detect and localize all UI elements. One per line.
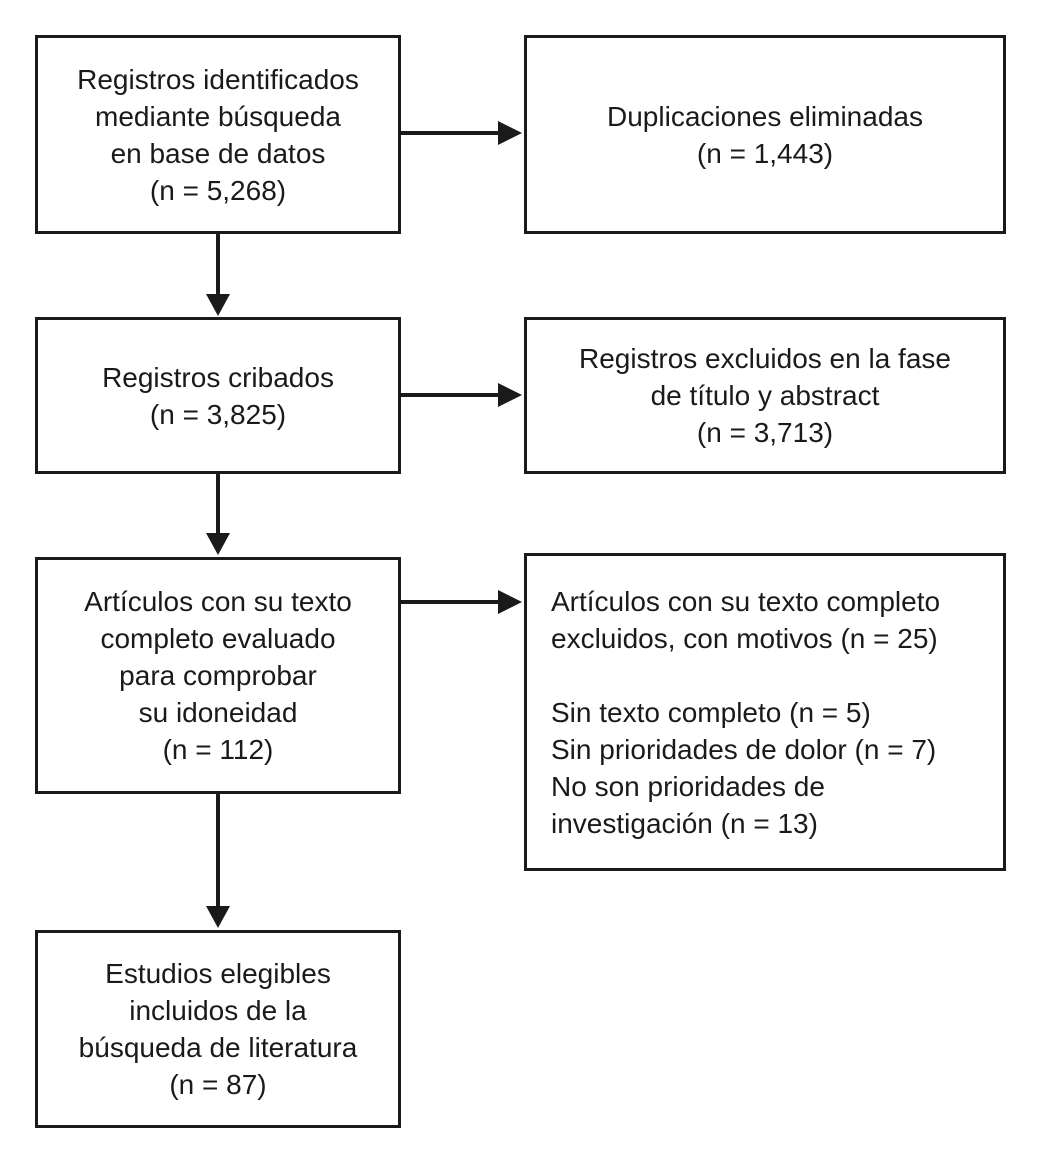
studies-included-text: Estudios elegibles incluidos de la búsqu… xyxy=(78,958,358,1100)
arrow-identified-to-duplicates xyxy=(401,121,522,145)
box-studies-included: Estudios elegibles incluidos de la búsqu… xyxy=(35,930,401,1128)
box-records-identified: Registros identificados mediante búsqued… xyxy=(35,35,401,234)
records-identified-text: Registros identificados mediante búsqued… xyxy=(77,63,359,206)
records-screened-text: Registros cribados (n = 3,825) xyxy=(102,361,334,430)
box-duplicates-removed: Duplicaciones eliminadas (n = 1,443) xyxy=(524,35,1006,234)
fulltext-excluded-text: Artículos con su texto completo excluido… xyxy=(551,585,941,839)
arrow-screened-to-fulltext xyxy=(206,474,230,555)
duplicates-removed-text: Duplicaciones eliminadas (n = 1,443) xyxy=(607,100,923,169)
arrow-identified-to-screened xyxy=(206,234,230,316)
box-fulltext-excluded: Artículos con su texto completo excluido… xyxy=(524,553,1006,871)
arrow-fulltext-to-included xyxy=(206,794,230,928)
arrow-screened-to-excluded xyxy=(401,383,522,407)
fulltext-assessed-text: Artículos con su texto completo evaluado… xyxy=(84,586,352,765)
box-fulltext-assessed: Artículos con su texto completo evaluado… xyxy=(35,557,401,794)
arrow-fulltext-to-ftexcluded xyxy=(401,590,522,614)
box-excluded-title-abstract: Registros excluidos en la fase de título… xyxy=(524,317,1006,474)
box-records-screened: Registros cribados (n = 3,825) xyxy=(35,317,401,474)
excluded-title-abstract-text: Registros excluidos en la fase de título… xyxy=(579,343,951,448)
